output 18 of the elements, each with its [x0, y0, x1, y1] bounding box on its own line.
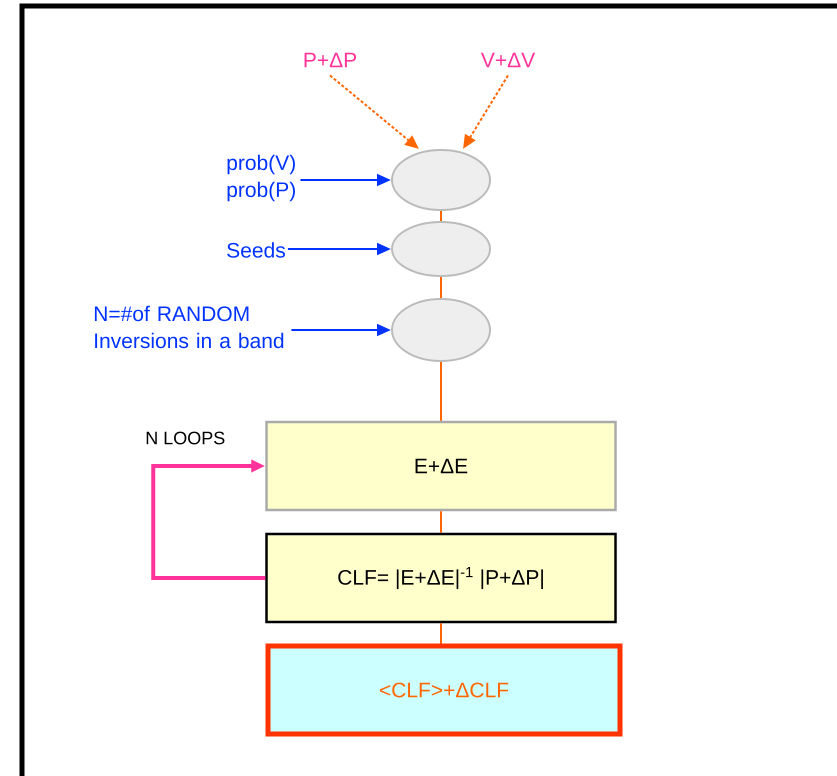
parameter-label: N=#of RANDOM Inversions in a band	[94, 306, 284, 348]
connector-line	[440, 511, 442, 533]
arrow	[151, 459, 266, 580]
process-box: <CLF>+ΔCLF	[266, 644, 622, 736]
process-ellipse	[391, 149, 491, 211]
connector-line	[440, 623, 442, 644]
connector-line	[440, 362, 442, 421]
process-ellipse	[391, 221, 491, 277]
process-ellipse	[391, 298, 491, 362]
process-box: CLF= |E+ΔE|$^{-1}$ |P+ΔP|	[265, 532, 617, 624]
connector-line	[440, 211, 442, 221]
parameter-label: prob(V) prob(P)	[228, 154, 295, 202]
input-label: V+ΔV	[480, 52, 536, 68]
edge-label: N LOOPS	[146, 432, 224, 444]
parameter-label: Seeds	[227, 242, 285, 258]
connector-line	[440, 277, 442, 298]
process-box: E+ΔE	[265, 420, 617, 512]
input-label: P+ΔP	[304, 52, 356, 68]
